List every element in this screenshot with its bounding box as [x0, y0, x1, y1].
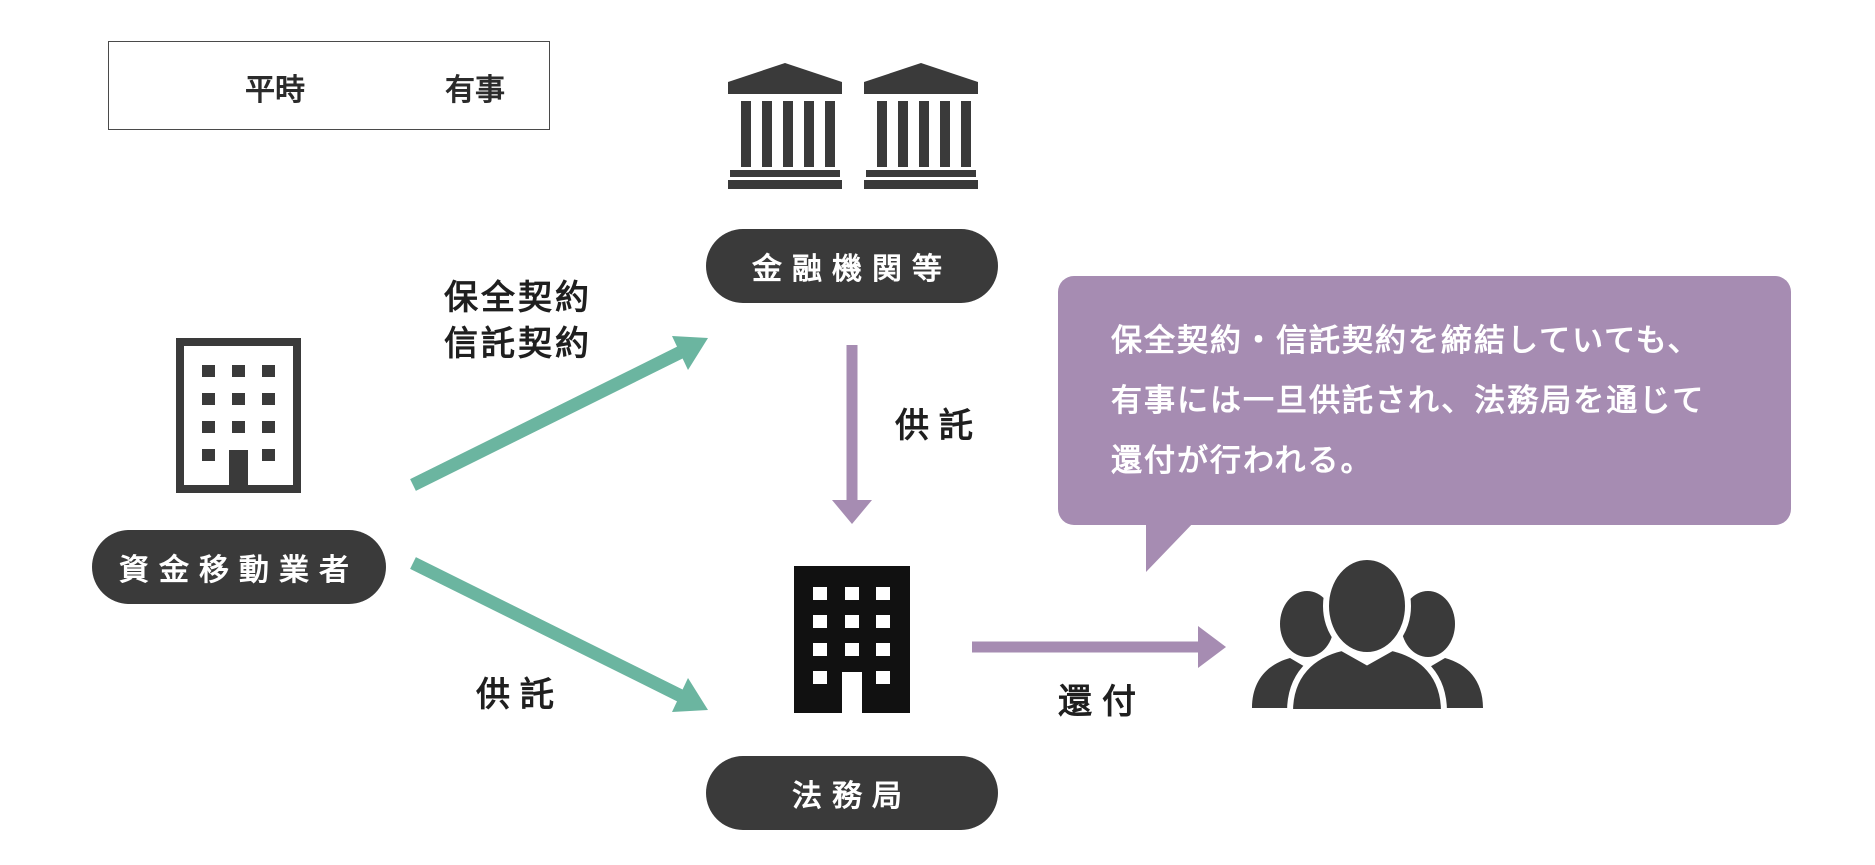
legend-emergency-label: 有事: [445, 72, 505, 108]
edge-label-contracts: 保全契約 信託契約: [444, 275, 592, 367]
edge-label-contract-line1: 保全契約: [444, 278, 592, 318]
bank-icon: [728, 63, 842, 189]
arrow-operator-to-bureau: [410, 557, 708, 712]
edge-label-contract-line2: 信託契約: [444, 324, 592, 364]
callout-line: 保全契約・信託契約を締結していても、: [1111, 323, 1701, 359]
bank-icon: [864, 63, 978, 189]
callout-line: 有事には一旦供託され、法務局を通じて: [1111, 383, 1706, 419]
edge-label-deposit-institutions: 供託: [895, 406, 983, 446]
edge-label-deposit-operator: 供託: [476, 675, 564, 715]
node-funds-transfer-operator: 資金移動業者: [92, 530, 386, 604]
arrow-bureau-to-users: [972, 626, 1226, 668]
legend-emergency: 有事: [431, 42, 505, 131]
people-group-icon: [1252, 554, 1483, 715]
node-legal-affairs-bureau: 法務局: [706, 756, 998, 830]
legend-normal: 平時: [231, 42, 305, 131]
legend: 平時 有事: [108, 41, 550, 130]
office-building-icon: [176, 338, 301, 493]
callout-line: 還付が行われる。: [1111, 443, 1374, 479]
node-financial-institutions: 金融機関等: [706, 229, 998, 303]
callout-tail: [1146, 520, 1196, 572]
legend-normal-label: 平時: [245, 72, 305, 108]
callout-bubble: 保全契約・信託契約を締結していても、 有事には一旦供託され、法務局を通じて 還付…: [1058, 276, 1791, 525]
arrow-institutions-to-bureau: [832, 345, 872, 524]
office-building-icon: [794, 566, 910, 713]
edge-label-refund: 還付: [1058, 682, 1146, 722]
arrow-operator-to-institutions: [410, 336, 708, 491]
